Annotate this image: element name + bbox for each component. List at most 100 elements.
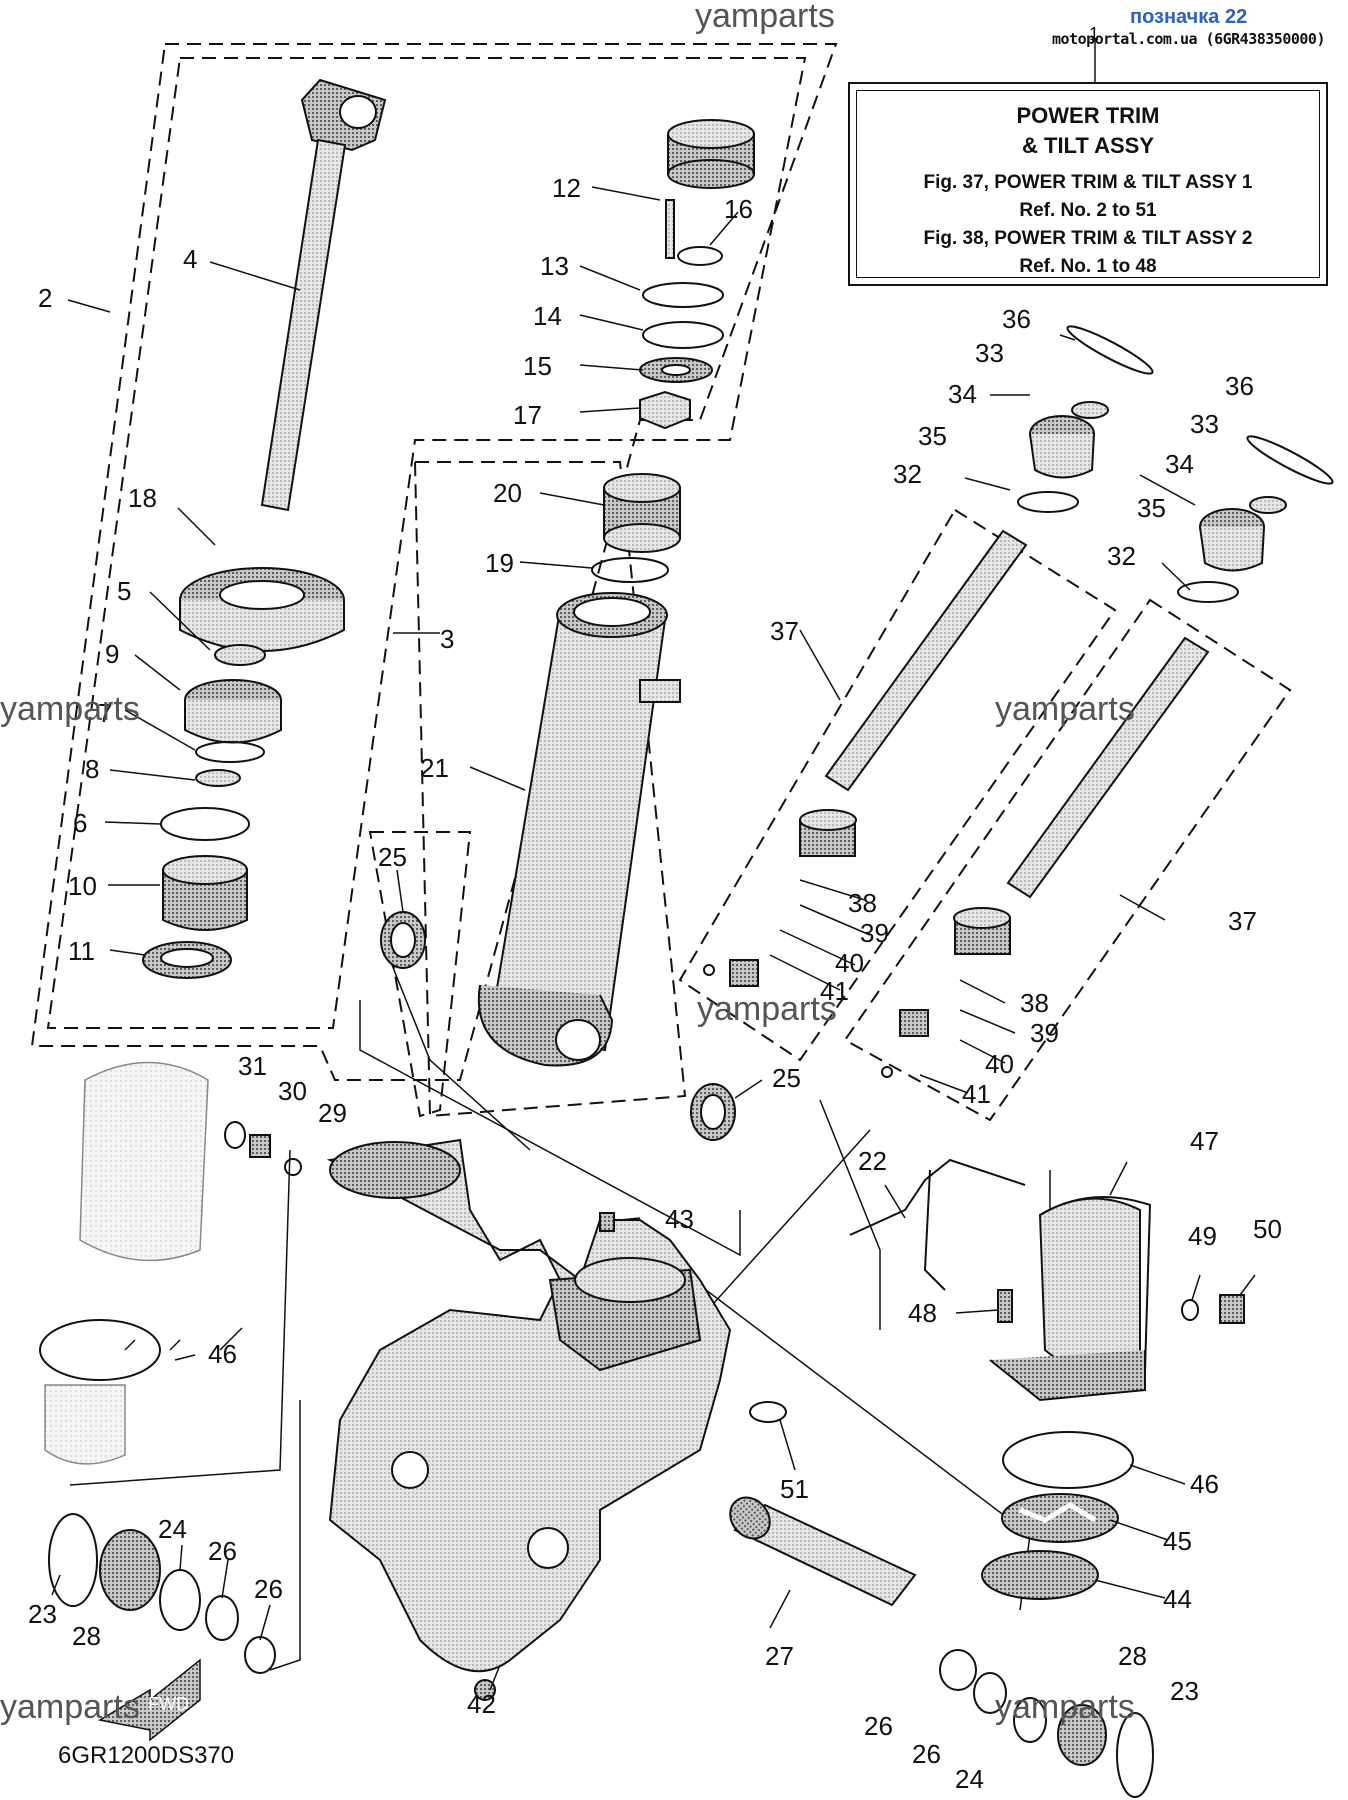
title-line-1: POWER TRIM [1016,103,1160,128]
motor-ghost [39,1061,209,1465]
title-box: POWER TRIM & TILT ASSY Fig. 37, POWER TR… [848,82,1328,286]
lower-right-plates [981,1431,1134,1600]
part-label-46a: 46 [208,1339,237,1369]
part-label-41b: 41 [962,1079,991,1109]
group-3-outline [413,461,687,1118]
part-label-48: 48 [908,1298,937,1328]
part-label-8: 8 [85,754,99,784]
title-callout-label: 1 [1089,24,1099,44]
group-2-inner-outline [46,57,807,1029]
part-label-17: 17 [513,400,542,430]
part-label-10: 10 [68,871,97,901]
part-label-32a: 32 [893,459,922,489]
group-25-outline [368,831,472,1118]
part-label-23b: 23 [1170,1676,1199,1706]
part-47-reservoir [989,1196,1152,1402]
left-seal-stack [142,644,282,979]
part-27-shaft [729,1496,917,1607]
part-18-gland [179,567,345,652]
fwd-label: FWD [148,1694,189,1714]
watermark-bottom-left: yamparts [0,1688,140,1726]
left-small-parts [224,1121,302,1176]
part-label-26a: 26 [208,1536,237,1566]
part-42-manifold-body [326,1138,732,1701]
watermark-left: yamparts [0,690,140,728]
part-label-18: 18 [128,483,157,513]
part-label-29: 29 [318,1098,347,1128]
ref-line-4: Ref. No. 1 to 48 [1019,256,1157,277]
part-label-30: 30 [278,1076,307,1106]
ref-line-2: Ref. No. 2 to 51 [1019,200,1157,221]
part-label-26b: 26 [254,1574,283,1604]
part-label-15: 15 [523,351,552,381]
part-label-50: 50 [1253,1214,1282,1244]
part-label-7: 7 [98,698,112,728]
part-label-34a: 34 [948,379,977,409]
part-21-cylinder [477,592,681,1067]
part-label-22: 22 [858,1146,887,1176]
site-info: motoportal.com.ua (6GR438350000) [1052,30,1325,48]
dashed-group-outlines [30,43,1292,1122]
part-label-25a: 25 [378,842,407,872]
part-label-4: 4 [183,244,197,274]
part-label-38a: 38 [848,888,877,918]
part-label-46b: 46 [1190,1469,1219,1499]
upper-seal-stack [591,119,755,583]
part-label-13: 13 [540,251,569,281]
part-label-37a: 37 [770,616,799,646]
part-label-42: 42 [467,1689,496,1719]
misc-small-parts [599,1158,1245,1423]
part-label-33a: 33 [975,338,1004,368]
part-label-39a: 39 [860,918,889,948]
diagram-code: 6GR1200DS370 [58,1742,235,1769]
part-label-27: 27 [765,1641,794,1671]
part-label-33b: 33 [1190,409,1219,439]
part-label-5: 5 [117,576,131,606]
part-label-37b: 37 [1228,906,1257,936]
part-label-36a: 36 [1002,304,1031,334]
part-label-34b: 34 [1165,449,1194,479]
part-label-41a: 41 [820,976,849,1006]
part-label-12: 12 [552,173,581,203]
part-label-6: 6 [73,808,87,838]
part-label-21: 21 [420,753,449,783]
part-label-28a: 28 [72,1621,101,1651]
part-label-40b: 40 [985,1049,1014,1079]
watermark-right: yamparts [995,690,1135,728]
part-label-47: 47 [1190,1126,1219,1156]
part-label-32b: 32 [1107,541,1136,571]
ref-line-3: Fig. 38, POWER TRIM & TILT ASSY 2 [923,228,1253,249]
part-label-20: 20 [493,478,522,508]
ref-line-1: Fig. 37, POWER TRIM & TILT ASSY 1 [923,172,1253,193]
part-label-43: 43 [665,1204,694,1234]
part-label-24b: 24 [955,1764,984,1794]
part-labels: 2 3 4 5 6 7 8 9 10 11 12 13 14 15 16 17 … [28,173,1282,1794]
part-label-39b: 39 [1030,1018,1059,1048]
part-label-40a: 40 [835,948,864,978]
watermark-top: yamparts [695,0,835,35]
part-label-35b: 35 [1137,493,1166,523]
watermarks: yamparts yamparts yamparts yamparts yamp… [0,0,1135,1726]
part-label-14: 14 [533,301,562,331]
part-label-44: 44 [1163,1584,1192,1614]
title-line-2: & TILT ASSY [1022,133,1154,158]
part-label-23a: 23 [28,1599,57,1629]
part-label-2: 2 [38,283,52,313]
part-label-24a: 24 [158,1514,187,1544]
fwd-arrow: FWD [97,1658,201,1742]
part-label-36b: 36 [1225,371,1254,401]
part-label-49: 49 [1188,1221,1217,1251]
group-37b-outline [843,598,1292,1122]
badge-link[interactable]: позначка 22 [1130,6,1248,28]
part-label-26c: 26 [864,1711,893,1741]
part-label-38b: 38 [1020,988,1049,1018]
part-label-26d: 26 [912,1739,941,1769]
part-label-3: 3 [440,624,454,654]
part-label-35a: 35 [918,421,947,451]
bottom-right-plugs [939,1649,1154,1798]
part-label-16: 16 [724,194,753,224]
part-label-9: 9 [105,639,119,669]
group-37a-outline [678,508,1117,1062]
watermark-center: yamparts [697,990,837,1028]
